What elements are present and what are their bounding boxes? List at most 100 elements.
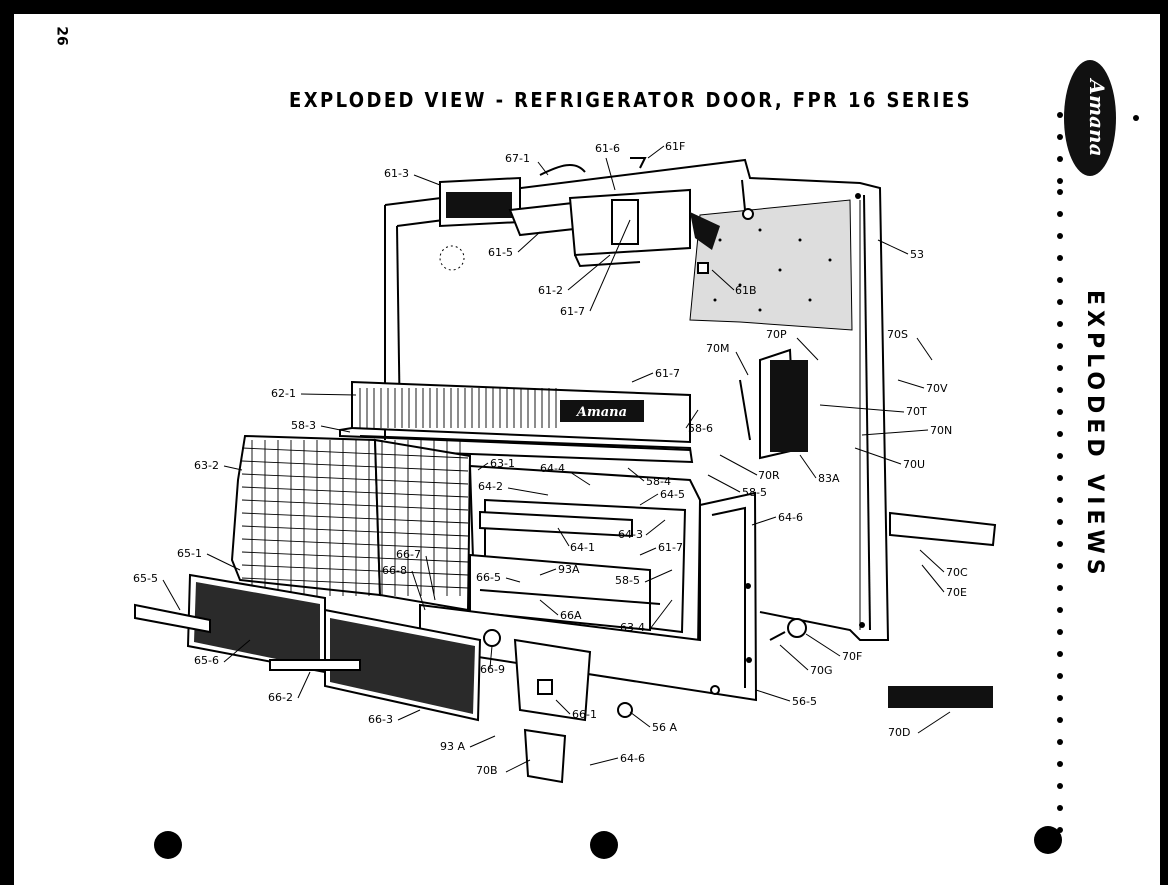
leader-line [397, 709, 421, 721]
leader-line [685, 409, 699, 429]
callout-c64_6b: 64-6 [620, 752, 645, 765]
leader-line [206, 553, 241, 571]
front-panels-65-66 [134, 573, 482, 722]
leader-line [639, 547, 657, 556]
leader-line [644, 569, 673, 583]
leader-line [569, 471, 591, 486]
callout-c61F: 61F [665, 140, 685, 153]
callout-c66_9: 66-9 [480, 663, 505, 676]
leader-line [555, 699, 571, 715]
leader-line [162, 579, 181, 611]
callout-c66_7: 66-7 [396, 548, 421, 561]
callout-c70P: 70P [766, 328, 787, 341]
section-title: EXPLODED VIEWS [1082, 290, 1107, 580]
callout-c64_1: 64-1 [570, 541, 595, 554]
callout-c64_3: 64-3 [618, 528, 643, 541]
logo-text: Amana [1085, 77, 1109, 156]
door-liner-53 [384, 158, 890, 641]
leader-line [539, 568, 557, 576]
leader-line [469, 735, 496, 748]
leader-line [796, 337, 819, 361]
leader-line [921, 564, 945, 593]
leader-line [300, 393, 357, 396]
leader-line [799, 454, 817, 479]
callout-c64_5: 64-5 [660, 488, 685, 501]
leader-line [755, 689, 791, 702]
leader-line [819, 404, 905, 413]
callout-c64_6a: 64-6 [778, 511, 803, 524]
callout-c70C: 70C [946, 566, 968, 579]
callout-c58_5b: 58-5 [615, 574, 640, 587]
leader-line [589, 757, 619, 766]
callout-c58_5a: 58-5 [742, 486, 767, 499]
leader-line [645, 519, 666, 536]
leader-line [320, 425, 351, 433]
callout-c63_4: 63-4 [620, 621, 645, 634]
callout-c65_6: 65-6 [194, 654, 219, 667]
leader-line [919, 549, 945, 573]
callout-c66A: 66A [560, 609, 582, 622]
door-panel-63-2 [230, 434, 472, 612]
leader-line [489, 645, 493, 669]
callout-c65_1: 65-1 [177, 547, 202, 560]
leader-line [631, 372, 654, 383]
callout-c61_7a: 61-7 [560, 305, 585, 318]
callout-c62_1: 62-1 [271, 387, 296, 400]
leader-line [707, 474, 741, 493]
callout-c64_4: 64-4 [540, 462, 565, 475]
hinge-parts [483, 348, 997, 784]
callout-c70N: 70N [930, 424, 952, 437]
leader-line [917, 711, 951, 734]
callout-c61B: 61B [735, 284, 757, 297]
leader-line [223, 465, 243, 471]
perforation-dots [1057, 112, 1139, 833]
leader-line [861, 429, 929, 436]
callout-c63_1: 63-1 [490, 457, 515, 470]
callout-c93A_b: 93 A [440, 740, 465, 753]
callout-c67_1: 67-1 [505, 152, 530, 165]
leader-line [779, 644, 809, 671]
leader-line [539, 599, 559, 616]
leader-line [805, 633, 841, 657]
leader-line [649, 599, 673, 630]
callout-c70G: 70G [810, 664, 833, 677]
leader-line [605, 157, 616, 191]
leader-line [897, 379, 925, 389]
leader-line [507, 487, 549, 496]
leader-line [589, 219, 631, 312]
leader-line [557, 527, 570, 547]
leader-line [877, 239, 909, 255]
leader-line [751, 516, 777, 526]
callout-c63_2: 63-2 [194, 459, 219, 472]
leader-line [517, 231, 541, 253]
leader-line [537, 161, 549, 176]
callout-c56_5: 56-5 [792, 695, 817, 708]
leader-line [719, 454, 758, 476]
callout-c61_7b: 61-7 [655, 367, 680, 380]
callout-c70D: 70D [888, 726, 910, 739]
shelf-logo-text: Amana [575, 405, 627, 420]
callout-c70F: 70F [842, 650, 862, 663]
callout-c70R: 70R [758, 469, 780, 482]
binder-holes [154, 826, 1062, 859]
callout-c58_4: 58-4 [646, 475, 671, 488]
callout-c56A: 56 A [652, 721, 677, 734]
callout-c61_7c: 61-7 [658, 541, 683, 554]
callout-c61_5: 61-5 [488, 246, 513, 259]
amana-logo: Amana [1064, 60, 1116, 176]
callout-c66_1: 66-1 [572, 708, 597, 721]
leader-line [425, 555, 436, 601]
paper-sheet [14, 14, 1160, 885]
leader-line [854, 447, 902, 465]
callout-c66_2: 66-2 [268, 691, 293, 704]
leader-line [627, 467, 645, 482]
callout-c70U: 70U [903, 458, 925, 471]
leader-line [505, 759, 531, 773]
leader-line [711, 269, 735, 291]
callout-c70V: 70V [926, 382, 948, 395]
shelf-62-1: Amana [339, 380, 694, 464]
callout-c66_3: 66-3 [368, 713, 393, 726]
callout-c53: 53 [910, 248, 924, 261]
